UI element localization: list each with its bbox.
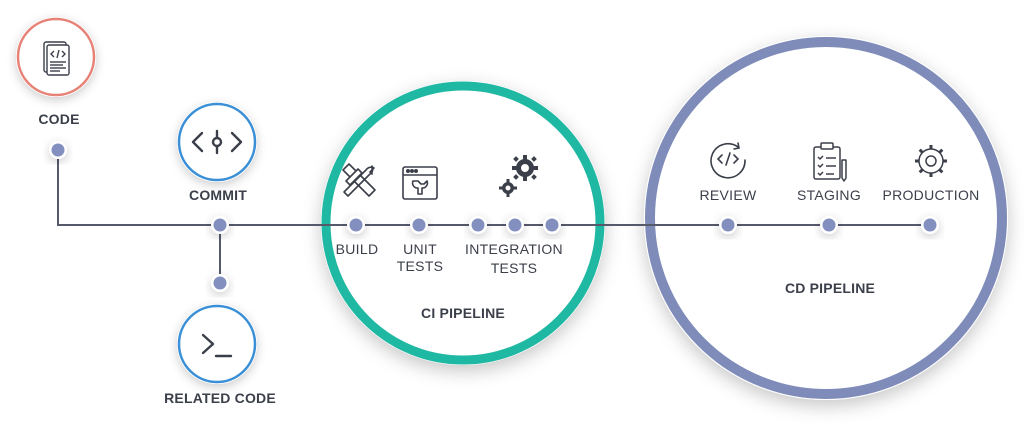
integration-tests-label-line1: INTEGRATION: [465, 241, 563, 257]
unit-tests-label-line1: UNIT: [403, 241, 437, 257]
browser-wrench-icon: [402, 166, 438, 200]
integration-tests-label-line2: TESTS: [491, 260, 538, 276]
node-integration-2: [506, 216, 524, 234]
node-integration-3: [543, 216, 561, 234]
gears-icon: [499, 155, 538, 197]
connector-lines: [57, 150, 930, 283]
commit-icon: [191, 129, 243, 155]
main-pipeline-line: [57, 150, 930, 226]
node-unit-tests: [410, 216, 428, 234]
node-staging: [820, 216, 838, 234]
unit-tests-label-line2: TESTS: [397, 258, 444, 274]
commit-icon-circle: [177, 102, 257, 182]
code-document-icon: [43, 41, 70, 76]
review-label: REVIEW: [699, 187, 757, 203]
ci-pipeline-label: CI PIPELINE: [421, 305, 505, 321]
staging-label: STAGING: [797, 187, 861, 203]
terminal-prompt-icon: [201, 333, 233, 358]
clipboard-checklist-icon: [813, 142, 847, 182]
code-review-icon: [710, 142, 746, 179]
node-review: [719, 216, 737, 234]
code-icon-circle: [16, 17, 96, 97]
node-commit: [211, 216, 229, 234]
gear-icon: [915, 145, 947, 177]
pipeline-nodes: [49, 141, 939, 292]
production-label: PRODUCTION: [882, 187, 979, 203]
node-integration-1: [469, 216, 487, 234]
ci-ring: [321, 81, 605, 365]
related-code-label: RELATED CODE: [164, 390, 276, 406]
cd-pipeline-label: CD PIPELINE: [785, 280, 875, 296]
hammer-wrench-icon: [342, 163, 376, 197]
related-code-icon-circle: [177, 304, 257, 384]
node-related-code: [211, 274, 229, 292]
node-production: [921, 216, 939, 234]
node-code: [49, 141, 67, 159]
node-build: [347, 216, 365, 234]
code-label: CODE: [38, 111, 79, 127]
commit-label: COMMIT: [189, 187, 247, 203]
build-label: BUILD: [336, 241, 379, 257]
ci-pipeline-circle: [321, 81, 605, 365]
